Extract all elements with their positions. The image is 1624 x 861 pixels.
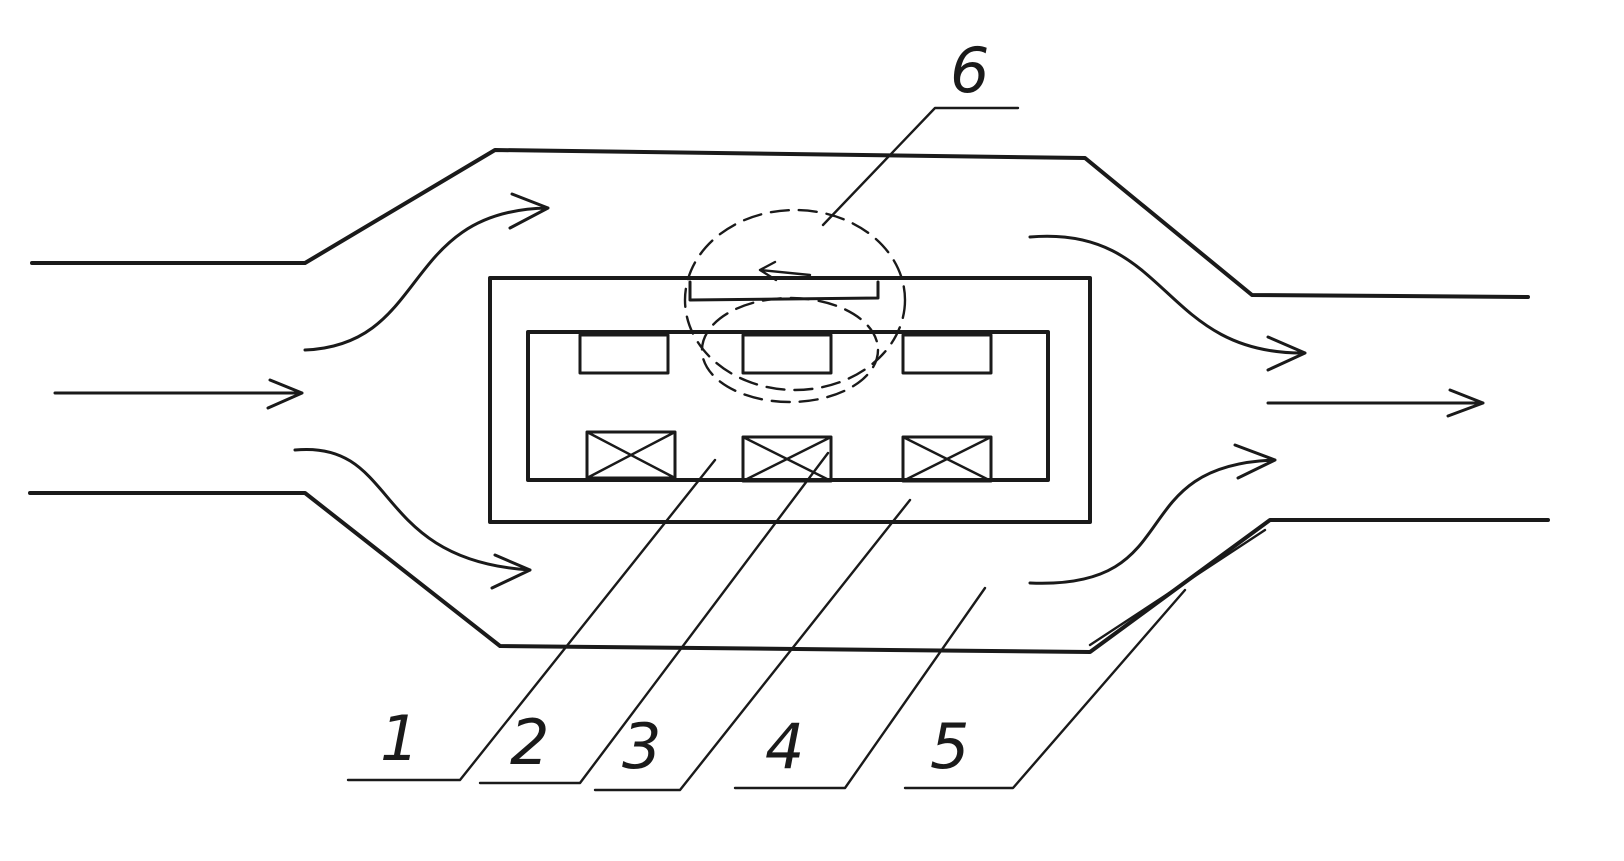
label-4: 4	[765, 710, 805, 783]
leader-2	[478, 451, 830, 785]
leader-3	[593, 498, 912, 792]
leader-6	[821, 106, 1020, 227]
duct-upper-wall	[30, 148, 1530, 299]
leader-4	[733, 586, 987, 790]
casing-partition	[688, 280, 880, 302]
device-outer-casing	[488, 276, 1092, 524]
label-1: 1	[380, 702, 420, 775]
outlet-arrow-lower	[1028, 443, 1277, 585]
outlet-arrow-center	[1266, 388, 1485, 418]
label-6: 6	[950, 34, 990, 107]
upper-element-middle	[741, 333, 833, 375]
duct-housing	[28, 148, 1550, 654]
crossed-element-middle	[741, 435, 833, 483]
leader-1	[346, 458, 717, 782]
field-lines	[683, 208, 907, 404]
inlet-arrow-center	[53, 378, 304, 410]
inlet-arrow-upper	[303, 192, 550, 352]
outlet-arrow-upper	[1028, 234, 1307, 372]
field-line-arrow	[758, 260, 812, 282]
inlet-arrow-lower	[293, 447, 532, 590]
leader-5	[903, 588, 1187, 790]
field-line-inner	[700, 296, 880, 404]
crossed-element-right	[901, 435, 993, 483]
device-body	[488, 276, 1092, 524]
label-5: 5	[930, 710, 970, 783]
upper-elements	[578, 333, 993, 375]
upper-element-right	[901, 333, 993, 375]
field-line-outer	[683, 208, 907, 392]
label-3: 3	[622, 710, 662, 783]
duct-lower-wall	[28, 491, 1550, 654]
leader-lines	[346, 106, 1267, 792]
lower-elements	[585, 430, 993, 483]
label-2: 2	[510, 706, 550, 779]
outlet-flow-arrows	[1028, 234, 1485, 585]
upper-element-left	[578, 333, 670, 375]
crossed-element-left	[585, 430, 677, 480]
inlet-flow-arrows	[53, 192, 550, 590]
leader-5-branch	[1088, 528, 1267, 647]
